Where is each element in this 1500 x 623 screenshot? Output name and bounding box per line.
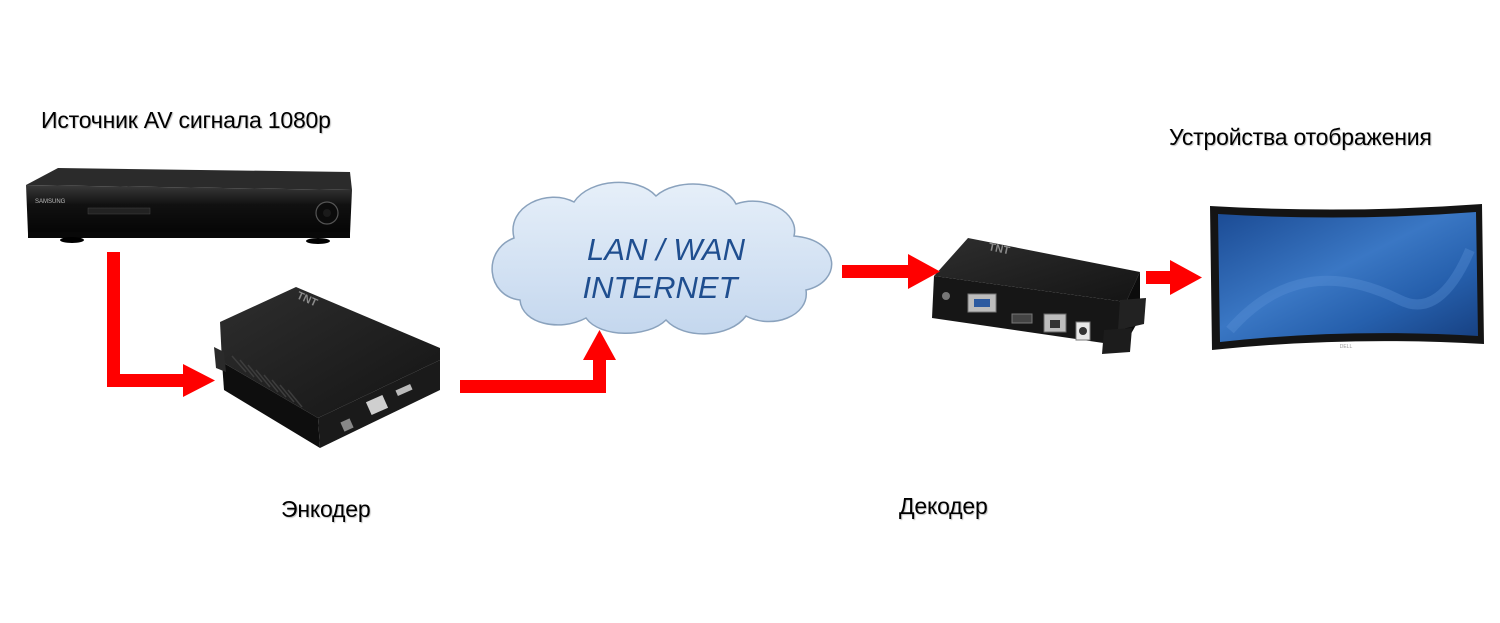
encoder-box-icon: TNT — [214, 287, 440, 448]
cloud-line-2: INTERNET — [583, 270, 740, 305]
arrow-source-to-encoder — [107, 252, 215, 397]
monitor-brand-text: DELL — [1340, 344, 1353, 350]
arrow-decoder-to-monitor — [1146, 260, 1202, 295]
monitor-icon: DELL — [1210, 204, 1484, 350]
display-label: Устройства отображения — [1169, 124, 1432, 150]
encoder-label: Энкодер — [281, 496, 371, 522]
decoder-brand-text: TNT — [987, 241, 1011, 257]
decoder-box-icon: TNT — [932, 238, 1146, 354]
network-cloud-icon: LAN / WAN INTERNET — [491, 181, 833, 335]
source-label: Источник AV сигнала 1080р — [41, 107, 331, 133]
player-brand-text: SAMSUNG — [35, 199, 66, 205]
cloud-line-1: LAN / WAN — [587, 232, 746, 267]
bluray-player-icon: SAMSUNG — [26, 168, 352, 244]
arrow-encoder-to-cloud — [460, 330, 616, 393]
decoder-label: Декодер — [899, 493, 988, 519]
arrow-cloud-to-decoder — [842, 254, 940, 289]
